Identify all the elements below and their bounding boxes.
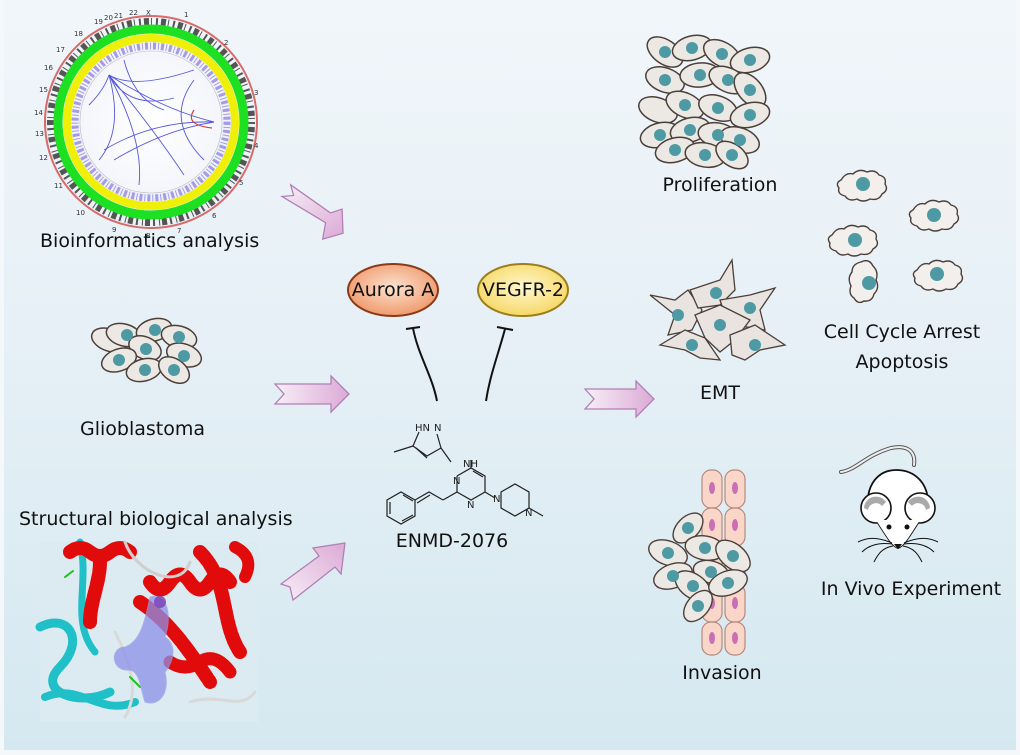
atom-hn: HN: [415, 423, 430, 434]
inhibition-line-vegfr-2: [485, 326, 514, 402]
atom-n: N: [434, 423, 441, 434]
svg-text:8: 8: [146, 232, 150, 240]
aurora-a-ellipse: [347, 263, 439, 317]
svg-text:5: 5: [239, 179, 243, 187]
svg-text:4: 4: [254, 142, 259, 150]
svg-text:10: 10: [76, 209, 85, 217]
svg-text:11: 11: [54, 182, 63, 190]
svg-text:18: 18: [74, 30, 83, 38]
svg-text:20: 20: [104, 14, 113, 22]
svg-text:14: 14: [34, 109, 43, 117]
svg-text:7: 7: [177, 227, 181, 235]
invasion-cells: [648, 469, 751, 656]
outcome-label-cell-cycle-arrest: Cell Cycle Arrest: [823, 321, 981, 343]
svg-text:21: 21: [114, 12, 123, 20]
target-label-vegfr-2: VEGFR-2: [481, 279, 565, 301]
glioblastoma-cell-cluster: [90, 317, 203, 385]
svg-text:12: 12: [39, 154, 48, 162]
emt-mesenchymal-cells: [649, 257, 787, 361]
inhibition-line-aurora-a: [405, 326, 438, 402]
svg-text:3: 3: [254, 89, 258, 97]
atom-n: N: [453, 476, 460, 487]
svg-text:16: 16: [44, 64, 53, 72]
enmd-2076-chemical-structure: HN N NH N N N N: [386, 423, 544, 525]
atom-n: N: [525, 508, 532, 519]
atom-nh: NH: [463, 459, 478, 470]
input-label-glioblastoma: Glioblastoma: [80, 418, 206, 440]
input-label-structural: Structural biological analysis: [19, 508, 293, 530]
atom-n: N: [467, 500, 474, 511]
svg-text:9: 9: [112, 226, 116, 234]
arrow-drug-to-outcomes: [583, 379, 655, 419]
target-label-aurora-a: Aurora A: [351, 279, 435, 301]
svg-text:6: 6: [212, 212, 217, 220]
svg-text:17: 17: [56, 46, 65, 54]
outcome-label-invasion: Invasion: [682, 662, 762, 684]
svg-text:2: 2: [224, 39, 228, 47]
svg-text:X: X: [146, 9, 151, 17]
svg-text:19: 19: [94, 18, 103, 26]
mouse-icon: [839, 445, 939, 563]
apoptotic-cells: [827, 169, 964, 304]
svg-text:13: 13: [35, 130, 44, 138]
atom-n: N: [493, 494, 500, 505]
svg-text:22: 22: [129, 9, 138, 17]
outcome-label-apoptosis: Apoptosis: [855, 351, 949, 373]
drug-name: ENMD-2076: [395, 530, 509, 552]
arrow-glioblastoma-to-targets: [273, 374, 350, 414]
outcome-label-proliferation: Proliferation: [662, 174, 778, 196]
arrow-bioinformatics-to-targets: [279, 183, 344, 241]
outcome-label-in-vivo-experiment: In Vivo Experiment: [820, 578, 1002, 600]
input-label-bioinformatics: Bioinformatics analysis: [40, 230, 260, 252]
svg-text:1: 1: [184, 11, 188, 19]
vegfr-2-ellipse: [477, 263, 569, 317]
protein-ribbon-structure: [35, 538, 258, 722]
proliferation-cell-cluster: [638, 34, 771, 170]
outcome-label-emt: EMT: [699, 382, 741, 404]
svg-text:15: 15: [39, 86, 48, 94]
arrow-structural-to-targets: [279, 542, 346, 602]
